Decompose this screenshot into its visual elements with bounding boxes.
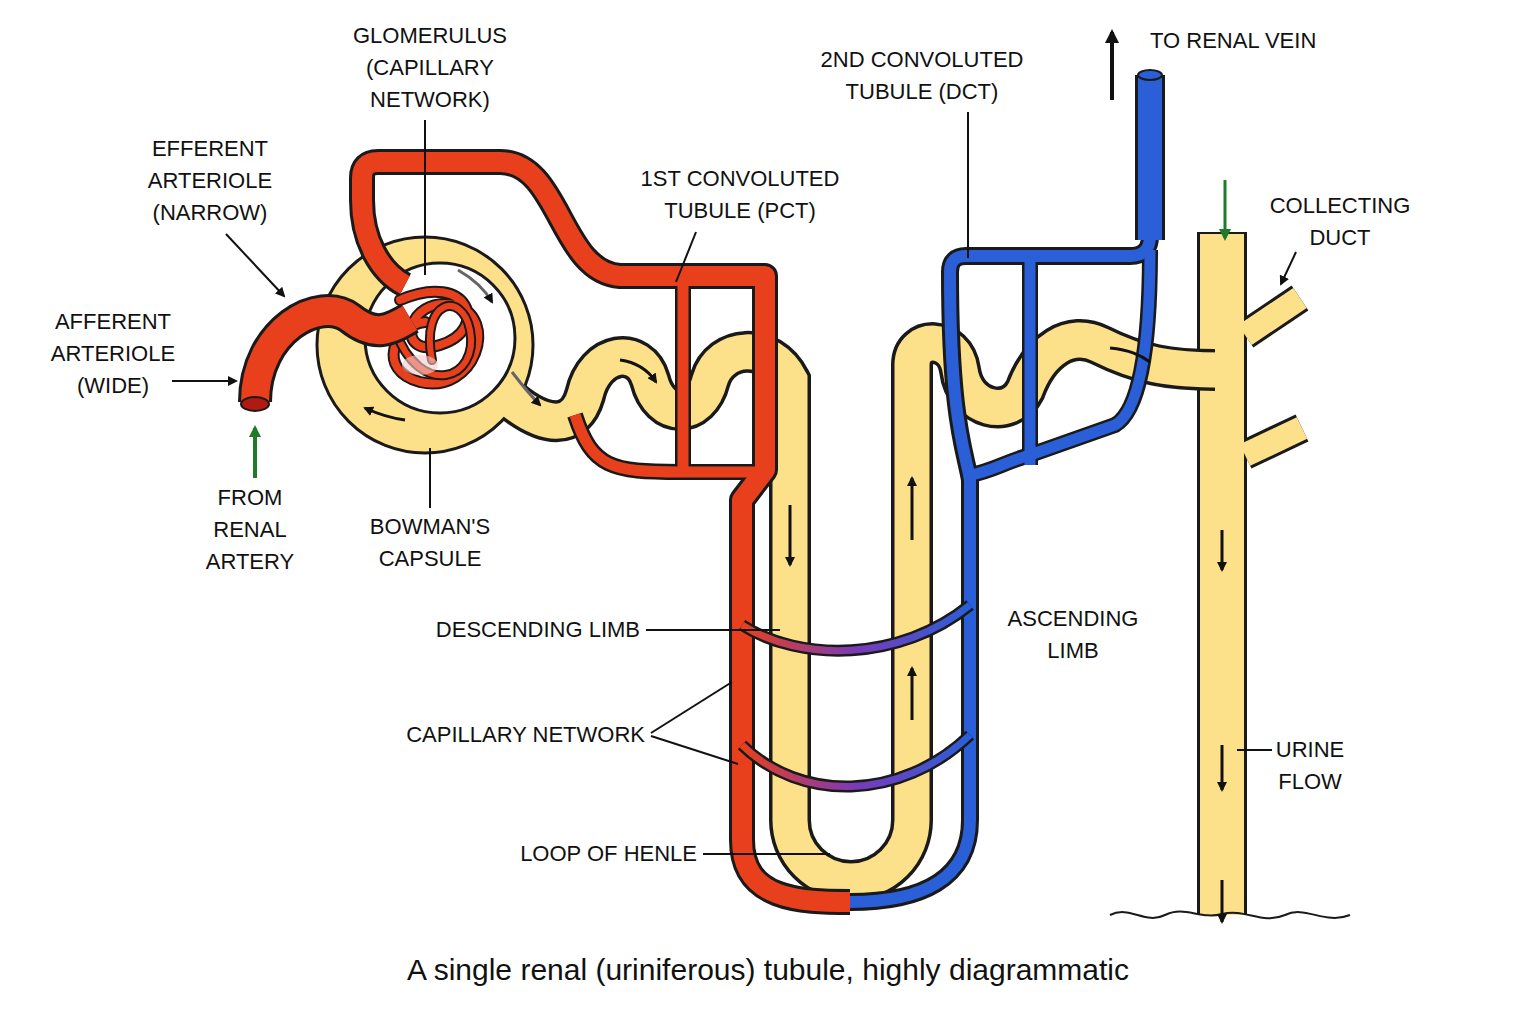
part-label: FROM RENAL ARTERY: [195, 482, 305, 578]
leader-lines: [172, 112, 1296, 854]
part-label: EFFERENT ARTERIOLE (NARROW): [135, 133, 285, 229]
cross-capillaries: [742, 605, 970, 787]
part-label: BOWMAN'S CAPSULE: [355, 511, 505, 575]
part-label: CAPILLARY NETWORK: [406, 719, 645, 751]
part-label: 1ST CONVOLUTED TUBULE (PCT): [620, 163, 860, 227]
part-label: AFFERENT ARTERIOLE (WIDE): [38, 306, 188, 402]
part-label: TO RENAL VEIN: [1150, 25, 1316, 57]
part-label: COLLECTING DUCT: [1255, 190, 1425, 254]
part-label: ASCENDING LIMB: [988, 603, 1158, 667]
vein-arrow: [1110, 32, 1114, 100]
part-label: URINE FLOW: [1255, 734, 1365, 798]
flow-arrows: [365, 270, 1222, 922]
part-label: DESCENDING LIMB: [436, 614, 640, 646]
duct-inflow-arrow: [1224, 180, 1227, 238]
caption: A single renal (uriniferous) tubule, hig…: [407, 952, 1129, 988]
part-label: LOOP OF HENLE: [520, 838, 697, 870]
artery-inflow-arrow: [253, 428, 257, 478]
part-label: GLOMERULUS (CAPILLARY NETWORK): [340, 20, 520, 116]
arterial-vessels: [241, 162, 850, 902]
part-label: 2ND CONVOLUTED TUBULE (DCT): [802, 44, 1042, 108]
